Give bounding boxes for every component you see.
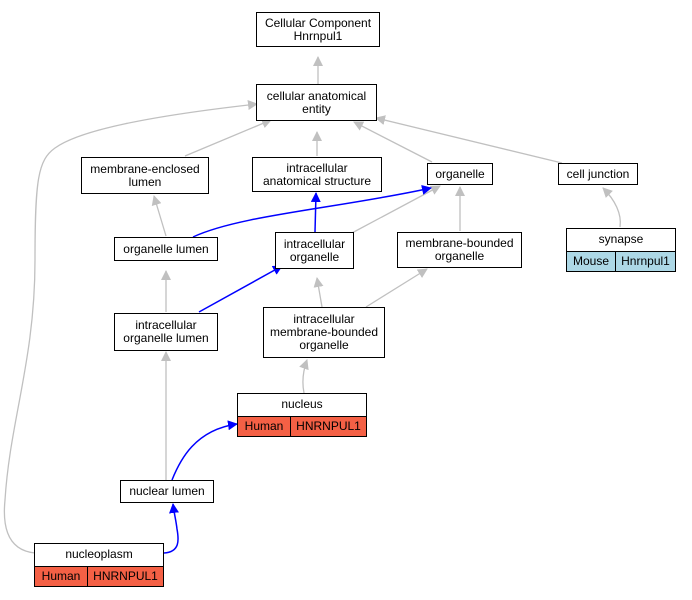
node-title: synapse <box>598 231 644 246</box>
node-label-line: organelle <box>434 249 485 263</box>
node-label-line: membrane-bounded <box>405 236 514 250</box>
species-cell: Mouse <box>567 252 615 271</box>
node-synapse[interactable]: synapse Mouse Hnrnpul1 <box>566 228 676 272</box>
edge-nucleoplasm-to-nl <box>163 503 179 554</box>
gene-cell: Hnrnpul1 <box>615 252 675 271</box>
node-label-line: anatomical structure <box>262 173 372 188</box>
node-label-line: membrane-enclosed <box>90 161 200 176</box>
gene-cell: HNRNPUL1 <box>290 417 366 436</box>
node-cellular-anatomical-entity[interactable]: cellular anatomical entity <box>256 84 377 121</box>
node-label-line: lumen <box>128 174 162 189</box>
node-label-line: organelle lumen <box>123 331 209 345</box>
node-label-line: organelle <box>289 249 340 264</box>
edge-nucleoplasm-to-cae <box>3 100 258 554</box>
node-label-line: intracellular <box>135 318 197 332</box>
node-label-line: Cellular Component <box>264 15 372 30</box>
node-label-line: organelle lumen <box>123 241 209 256</box>
edge-iol-to-io <box>198 265 283 313</box>
species-cell: Human <box>238 417 290 436</box>
node-nucleus[interactable]: nucleus Human HNRNPUL1 <box>237 393 367 437</box>
node-organelle[interactable]: organelle <box>427 163 493 185</box>
node-label-line: intracellular <box>293 312 355 326</box>
node-label-line: nuclear lumen <box>129 484 205 498</box>
gene-cell: HNRNPUL1 <box>87 567 163 586</box>
edge-mel-to-cae <box>184 118 272 157</box>
edge-imbo-to-mbo <box>365 268 428 308</box>
species-cell: Human <box>35 567 87 586</box>
node-title: nucleoplasm <box>65 546 133 561</box>
edge-ol-to-org <box>192 185 432 238</box>
node-membrane-enclosed-lumen[interactable]: membrane-enclosed lumen <box>81 157 209 194</box>
node-intracellular-organelle-lumen[interactable]: intracellular organelle lumen <box>114 313 218 351</box>
edge-ias-io-part <box>310 192 321 233</box>
node-label-line: Hnrnpul1 <box>293 28 343 43</box>
edge-io-to-org <box>349 185 441 235</box>
node-label-line: organelle <box>299 338 349 352</box>
node-intracellular-membrane-bounded-organelle[interactable]: intracellular membrane-bounded organelle <box>263 307 385 358</box>
node-label-line: cell junction <box>566 166 630 181</box>
node-label-line: organelle <box>435 166 485 181</box>
annotation-row: Human HNRNPUL1 <box>35 566 163 586</box>
node-nuclear-lumen[interactable]: nuclear lumen <box>120 480 214 503</box>
edge-org-to-cae <box>353 121 433 163</box>
annotation-row: Mouse Hnrnpul1 <box>567 251 675 271</box>
node-label-line: intracellular <box>286 160 348 175</box>
edge-synapse-to-cj <box>602 187 621 228</box>
node-nucleoplasm[interactable]: nucleoplasm Human HNRNPUL1 <box>34 543 164 587</box>
edge-ol-to-mel <box>151 195 167 237</box>
node-label-line: intracellular <box>283 236 346 251</box>
edge-nl-to-nucleus <box>171 420 238 481</box>
node-root[interactable]: Cellular Component Hnrnpul1 <box>256 12 380 47</box>
node-intracellular-anatomical-structure[interactable]: intracellular anatomical structure <box>252 157 382 192</box>
edge-nucleus-to-imbo <box>299 359 309 394</box>
node-label-line: cellular anatomical <box>266 88 367 103</box>
node-organelle-lumen[interactable]: organelle lumen <box>114 237 218 261</box>
annotation-row: Human HNRNPUL1 <box>238 416 366 436</box>
node-membrane-bounded-organelle[interactable]: membrane-bounded organelle <box>397 232 522 268</box>
node-label-line: entity <box>302 101 331 116</box>
node-intracellular-organelle[interactable]: intracellular organelle <box>275 232 354 269</box>
edge-cj-to-cae <box>375 115 563 164</box>
node-title: nucleus <box>281 396 323 411</box>
node-label-line: membrane-bounded <box>269 325 379 339</box>
edge-imbo-to-io <box>313 277 324 308</box>
node-cell-junction[interactable]: cell junction <box>558 163 638 185</box>
